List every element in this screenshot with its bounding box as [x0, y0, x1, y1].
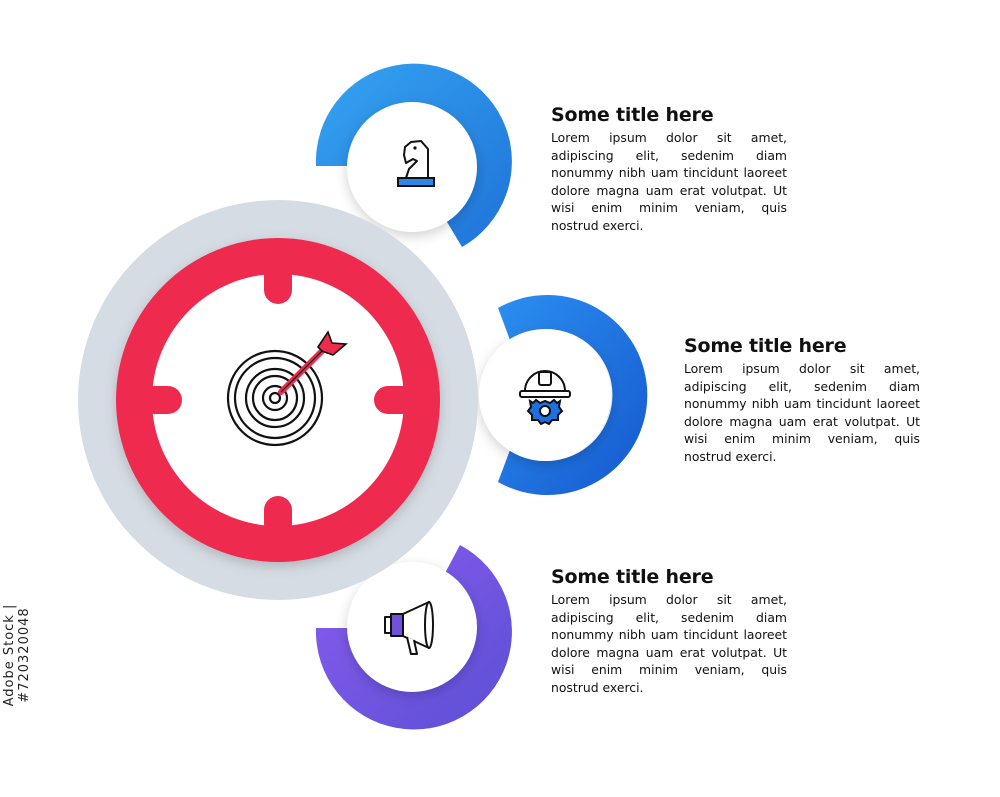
- item-3-text: Some title here Lorem ipsum dolor sit am…: [551, 566, 787, 697]
- item-2-text: Some title here Lorem ipsum dolor sit am…: [684, 335, 920, 466]
- node-2-arc: [498, 295, 648, 495]
- watermark-stock-id: Adobe Stock | #720320048: [2, 603, 32, 707]
- center-inner-disc: [152, 274, 404, 526]
- center-target: [78, 200, 478, 600]
- item-1-body: Lorem ipsum dolor sit amet, adipiscing e…: [551, 130, 787, 233]
- chess-knight-icon: [397, 140, 435, 187]
- watermark-brand: Adobe Stock: [2, 614, 17, 707]
- crosshair-tab-top: [264, 262, 292, 304]
- item-2-title: Some title here: [684, 335, 847, 357]
- item-3-title: Some title here: [551, 566, 714, 588]
- target-dart-icon: [226, 330, 349, 447]
- megaphone-icon: [384, 601, 434, 655]
- item-3-body: Lorem ipsum dolor sit amet, adipiscing e…: [551, 592, 787, 695]
- watermark-number: 720320048: [17, 607, 32, 691]
- crosshair-tab-right: [374, 386, 416, 414]
- crosshair-tab-left: [140, 386, 182, 414]
- crosshair-tab-bottom: [264, 496, 292, 538]
- item-2-body: Lorem ipsum dolor sit amet, adipiscing e…: [684, 361, 920, 464]
- hard-hat-gear-icon: [519, 370, 571, 426]
- item-1-text: Some title here Lorem ipsum dolor sit am…: [551, 104, 787, 235]
- item-1-title: Some title here: [551, 104, 714, 126]
